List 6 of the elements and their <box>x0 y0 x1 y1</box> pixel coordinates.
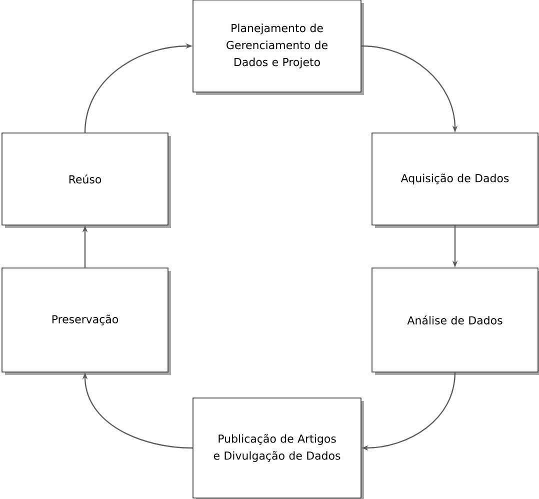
process-box: Planejamento de Gerenciamento de Dados e Projeto <box>192 0 362 92</box>
process-box: Aquisição de Dados <box>372 132 538 226</box>
process-box: Reúso <box>2 132 168 226</box>
process-box: Publicação de Artigos e Divulgação de Dados <box>192 398 362 498</box>
process-box: Análise de Dados <box>372 268 538 372</box>
process-box: Preservação <box>2 268 168 372</box>
